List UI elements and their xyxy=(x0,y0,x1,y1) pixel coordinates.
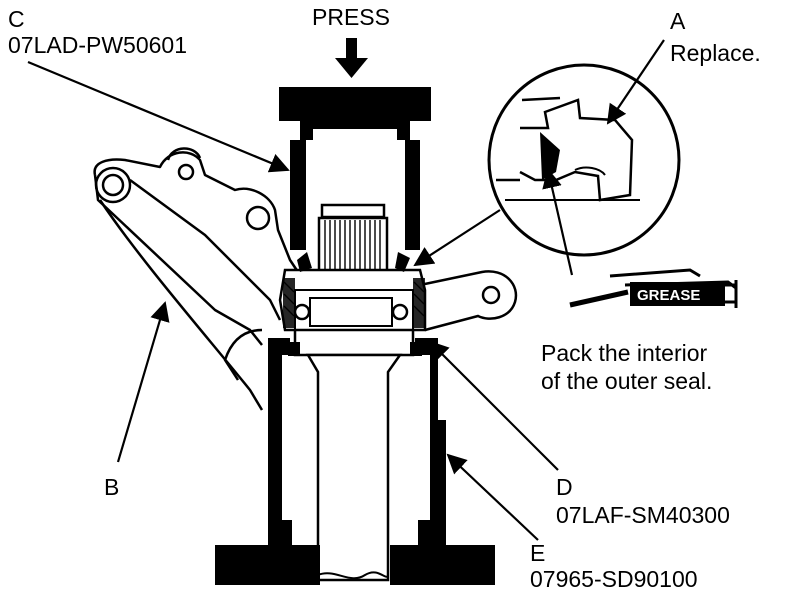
leader-e xyxy=(446,453,539,541)
grease-note-line2: of the outer seal. xyxy=(541,368,713,394)
leader-a xyxy=(606,39,665,125)
callout-b-letter: B xyxy=(104,474,120,500)
grease-tube-icon: GREASE xyxy=(569,268,738,308)
leader-c xyxy=(27,60,290,173)
leader-b xyxy=(116,301,170,463)
leader-grease xyxy=(542,168,574,276)
callout-e-part-number: 07965-SD90100 xyxy=(530,566,698,592)
leader-detail xyxy=(413,209,501,267)
press-arrow-icon xyxy=(335,38,368,78)
callout-a-letter: A xyxy=(670,8,686,34)
callout-d-part-number: 07LAF-SM40300 xyxy=(556,502,730,528)
suspension-arm xyxy=(419,270,518,332)
tool-c-driver xyxy=(279,87,431,250)
callout-a-text: Replace. xyxy=(670,40,761,66)
press-label: PRESS xyxy=(312,4,390,30)
seal-detail-magnifier xyxy=(487,63,681,257)
bearing-assembly xyxy=(278,252,427,332)
callout-c-letter: C xyxy=(8,6,25,32)
grease-tube-label: GREASE xyxy=(637,287,700,304)
hub-shaft xyxy=(317,203,389,280)
grease-note-line1: Pack the interior xyxy=(541,340,708,366)
leader-lines xyxy=(27,39,665,541)
knuckle-outline xyxy=(93,147,302,411)
hub-barrel xyxy=(288,328,422,582)
callout-c-part-number: 07LAD-PW50601 xyxy=(8,32,187,58)
leader-d xyxy=(428,340,559,471)
callout-d-letter: D xyxy=(556,474,573,500)
tool-e-support xyxy=(215,338,495,585)
callout-e-letter: E xyxy=(530,540,546,566)
